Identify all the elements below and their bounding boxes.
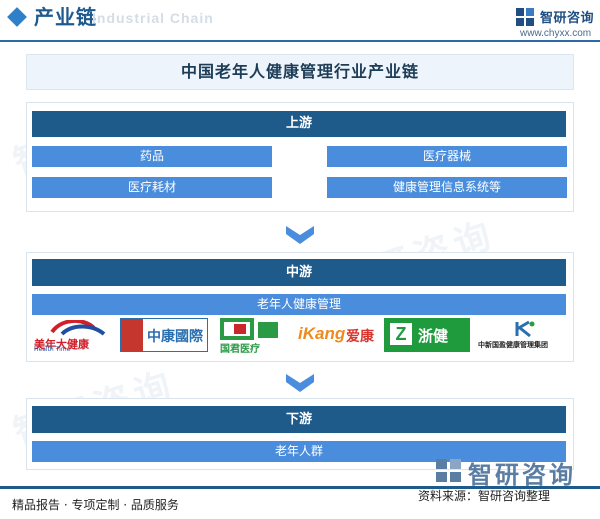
brand-mark-icon <box>516 8 534 26</box>
page-title: 产业链 <box>34 5 97 29</box>
diagram-title: 中国老年人健康管理行业产业链 <box>26 54 574 90</box>
brand-url: www.chyxx.com <box>520 28 592 39</box>
header-watermark: Industrial Chain <box>92 10 214 26</box>
guojun-logo: 国君医疗 <box>220 318 290 355</box>
meinian-mark-icon <box>50 320 106 336</box>
brand-logo-large: 智研咨询 <box>436 457 596 489</box>
zhongkang-mark-icon <box>121 319 143 351</box>
zhongxin-name: 中新国盈健康管理集团 <box>478 341 548 349</box>
source-note: 资料来源：智研咨询整理 <box>418 489 551 503</box>
header-divider <box>0 40 600 42</box>
meinian-sub: Health Time <box>34 346 71 353</box>
zhongkang-logo: 中康國際 <box>120 318 208 352</box>
ikang-name-cn: 爱康 <box>346 329 374 345</box>
meinian-name: 美年大健康 <box>34 338 89 351</box>
upstream-item: 药品 <box>32 146 272 167</box>
zhejian-mark-icon: Z <box>390 323 412 345</box>
ikang-logo: iKang 爱康 <box>298 318 380 352</box>
midstream-label: 中游 <box>32 259 566 286</box>
flow-down-arrow-icon <box>286 374 314 392</box>
upstream-item: 医疗器械 <box>327 146 567 167</box>
header-diamond-icon <box>7 7 27 27</box>
zhongkang-name: 中康國際 <box>147 329 203 345</box>
midstream-item: 老年人健康管理 <box>32 294 566 315</box>
meinian-logo: 美年大健康 Health Time <box>34 318 118 353</box>
guojun-name: 国君医疗 <box>220 344 260 355</box>
upstream-label: 上游 <box>32 111 566 137</box>
upstream-item: 健康管理信息系统等 <box>327 177 567 198</box>
downstream-label: 下游 <box>32 406 566 433</box>
flow-down-arrow-icon <box>286 226 314 244</box>
brand-mark-large-icon <box>436 459 461 482</box>
ikang-name-en: iKang <box>298 324 346 343</box>
guojun-mark-icon <box>220 318 278 340</box>
zhejian-logo: Z 浙健 <box>384 318 470 352</box>
footer-divider <box>0 486 600 489</box>
upstream-item: 医疗耗材 <box>32 177 272 198</box>
brand-logo: 智研咨询 www.chyxx.com <box>516 6 594 40</box>
zhejian-name: 浙健 <box>418 327 449 345</box>
brand-name-large: 智研咨询 <box>468 461 576 489</box>
downstream-item: 老年人群 <box>32 441 566 462</box>
footer-slogan: 精品报告 · 专项定制 · 品质服务 <box>12 498 179 512</box>
zhongxin-logo: 中新国盈健康管理集团 <box>478 318 572 352</box>
zhongxin-mark-icon <box>515 320 535 338</box>
brand-name: 智研咨询 <box>540 11 595 26</box>
